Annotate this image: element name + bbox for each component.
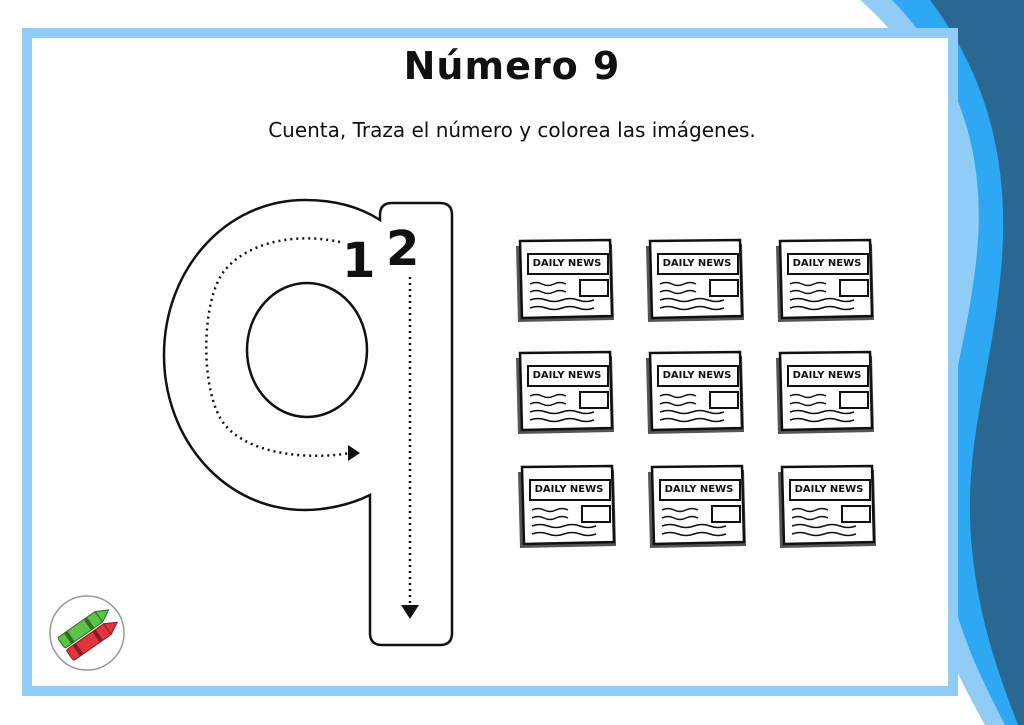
newspaper-item: DAILY NEWS: [644, 464, 750, 552]
newspaper-icon: [648, 464, 746, 548]
newspaper-label: DAILY NEWS: [792, 370, 862, 381]
newspaper-item: DAILY NEWS: [642, 238, 748, 326]
trace-path-1: [205, 237, 351, 458]
numeral-hole: [245, 281, 369, 419]
newspaper-label: DAILY NEWS: [662, 258, 732, 269]
numeral-outline: [162, 198, 454, 647]
instruction-text: Cuenta, Traza el número y colorea las im…: [268, 118, 756, 142]
newspaper-item: DAILY NEWS: [512, 238, 618, 326]
trace-numeral-nine: 1 2: [162, 198, 454, 647]
newspaper-grid: DAILY NEWS DAILY NEWS DAILY NEWS D: [512, 238, 884, 558]
page-title: Número 9: [403, 44, 621, 88]
newspaper-item: DAILY NEWS: [774, 464, 880, 552]
newspaper-label: DAILY NEWS: [664, 484, 734, 495]
arrow-down-icon: [401, 605, 419, 619]
newspaper-label: DAILY NEWS: [792, 258, 862, 269]
newspaper-item: DAILY NEWS: [772, 350, 878, 438]
newspaper-icon: [516, 238, 614, 322]
newspaper-icon: [646, 350, 744, 434]
newspaper-label: DAILY NEWS: [534, 484, 604, 495]
newspaper-label: DAILY NEWS: [532, 258, 602, 269]
newspaper-label: DAILY NEWS: [662, 370, 732, 381]
newspaper-label: DAILY NEWS: [794, 484, 864, 495]
newspaper-icon: [778, 464, 876, 548]
newspaper-item: DAILY NEWS: [772, 238, 878, 326]
newspaper-item: DAILY NEWS: [512, 350, 618, 438]
newspaper-icon: [518, 464, 616, 548]
stroke-number-1: 1: [342, 233, 375, 289]
arrow-right-icon: [348, 445, 360, 461]
newspaper-label: DAILY NEWS: [532, 370, 602, 381]
newspaper-icon: [646, 238, 744, 322]
stroke-number-2: 2: [386, 221, 419, 277]
newspaper-item: DAILY NEWS: [642, 350, 748, 438]
newspaper-item: DAILY NEWS: [514, 464, 620, 552]
newspaper-icon: [776, 238, 874, 322]
newspaper-icon: [516, 350, 614, 434]
crayons-icon: [49, 595, 125, 671]
newspaper-icon: [776, 350, 874, 434]
